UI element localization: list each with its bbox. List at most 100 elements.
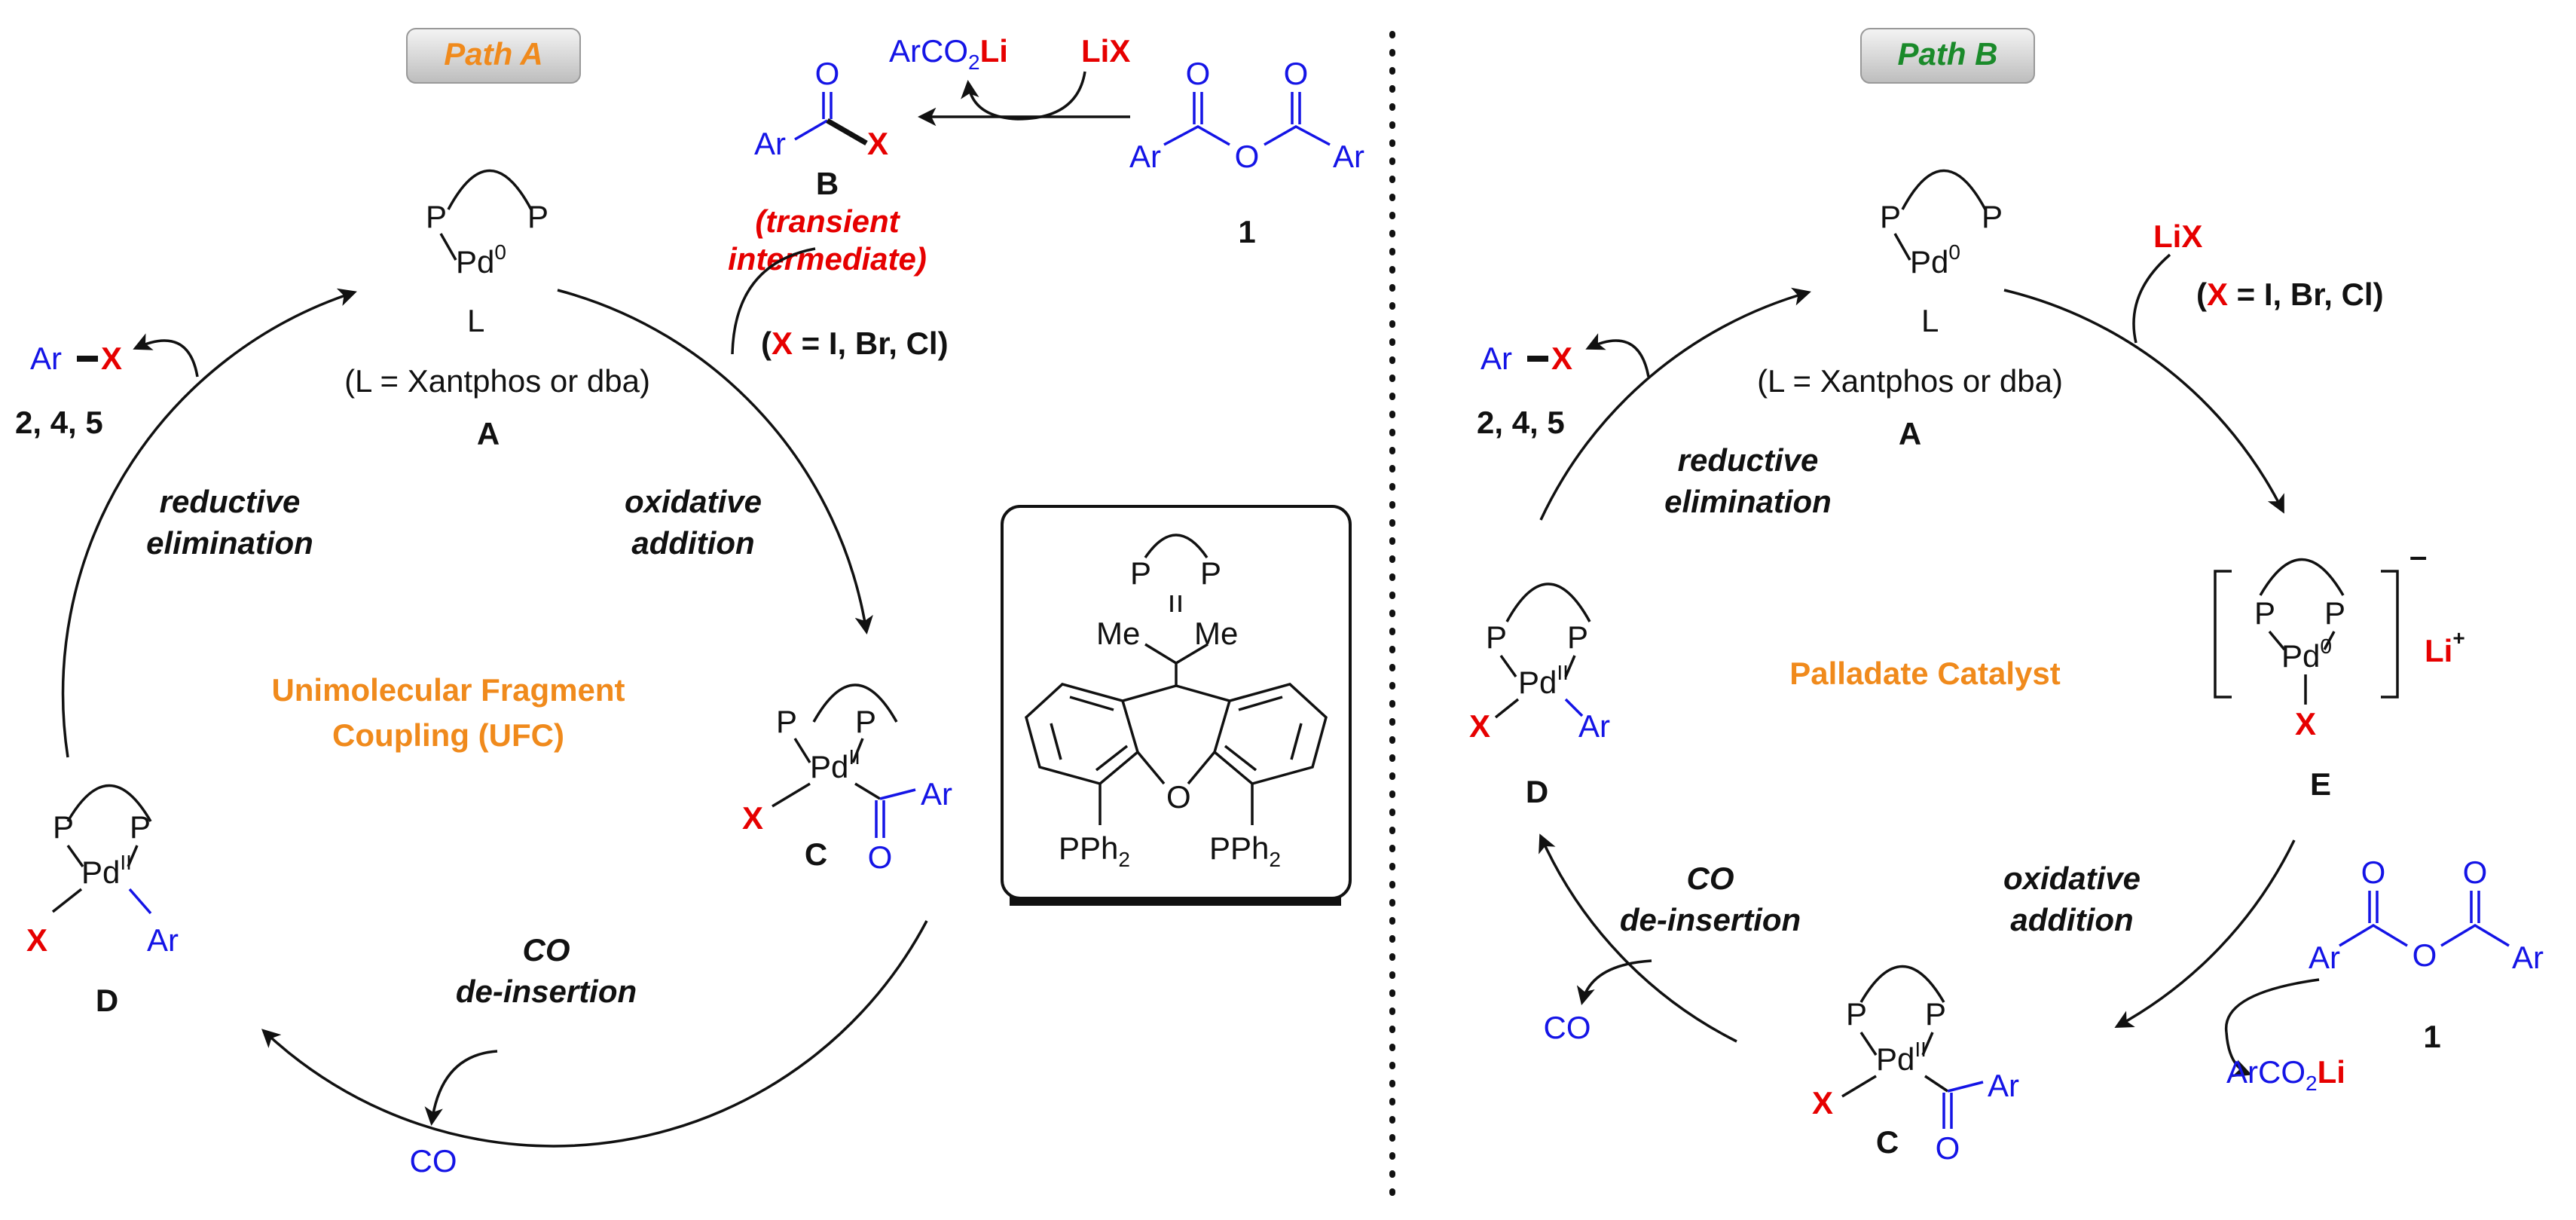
transient-note-1: (transient	[755, 203, 900, 239]
oa-label-a-1: oxidative	[625, 484, 762, 519]
svg-text:Ar: Ar	[1578, 708, 1610, 744]
svg-text:Ar: Ar	[1481, 341, 1512, 376]
co-label-a-1: CO	[523, 932, 570, 968]
complex-a-path-a: P P Pd0 L (L = Xantphos or dba) A	[344, 169, 650, 451]
svg-text:Pd0: Pd0	[2281, 634, 2332, 674]
svg-text:P: P	[776, 704, 797, 739]
svg-text:P: P	[2324, 595, 2345, 631]
complex-e: P P Pd0 X – Li+ E	[2214, 538, 2465, 802]
svg-text:O: O	[868, 839, 893, 875]
svg-text:Ar: Ar	[2309, 940, 2340, 975]
co-released-a: CO	[410, 1143, 457, 1179]
path-b-tab: Path B	[1860, 28, 2035, 84]
svg-text:PdII: PdII	[81, 851, 132, 890]
svg-text:X: X	[742, 800, 763, 836]
anhydride-1-b: O O O Ar Ar 1	[2309, 855, 2544, 1054]
ligand-definition-a: (L = Xantphos or dba)	[344, 363, 650, 399]
palladate-label: Palladate Catalyst	[1789, 656, 2061, 691]
complex-d-path-a: P P PdII X Ar D	[26, 784, 179, 1018]
ufc-label-1: Unimolecular Fragment	[271, 672, 625, 708]
label-c-b: C	[1876, 1124, 1899, 1160]
svg-text:L: L	[1921, 303, 1939, 338]
svg-text:P: P	[1982, 199, 2003, 234]
path-b-halide-note: (X = I, Br, Cl)	[2196, 277, 2384, 312]
path-b-tab-label: Path B	[1897, 36, 1997, 72]
svg-text:PPh2: PPh2	[1059, 830, 1130, 871]
product-labels-b: 2, 4, 5	[1477, 405, 1565, 440]
complex-d-path-b: P P PdII X Ar D	[1469, 582, 1610, 809]
co-label-b-1: CO	[1687, 861, 1734, 896]
arco2li-out-curve-b	[2225, 1032, 2252, 1078]
svg-text:P: P	[53, 809, 74, 845]
svg-text:Ar: Ar	[30, 341, 62, 376]
svg-text:X: X	[1812, 1085, 1833, 1121]
xantphos-structure-box: P P Me Me O PPh2 PPh2	[1001, 505, 1352, 906]
svg-text:O: O	[1186, 56, 1211, 91]
svg-text:–: –	[2409, 538, 2427, 573]
lix-in-curve-b	[2132, 253, 2171, 344]
svg-text:PdII: PdII	[1518, 661, 1569, 700]
product-arx-a: Ar X 2, 4, 5	[15, 333, 199, 440]
svg-text:Me: Me	[1194, 616, 1238, 651]
label-a-b: A	[1899, 416, 1921, 451]
svg-text:P: P	[130, 809, 151, 845]
re-label-b-2: elimination	[1664, 484, 1832, 519]
label-d-b: D	[1526, 774, 1548, 809]
svg-text:P: P	[527, 199, 549, 234]
svg-text:P: P	[426, 199, 447, 234]
arrow-lix-binding-b	[2003, 289, 2284, 514]
svg-text:Ar: Ar	[1333, 139, 1364, 174]
svg-text:PPh2: PPh2	[1209, 830, 1281, 871]
transient-note-2: intermediate)	[728, 241, 927, 277]
svg-text:X: X	[26, 922, 47, 958]
svg-text:Ar: Ar	[1988, 1068, 2019, 1103]
svg-text:PdII: PdII	[1876, 1038, 1927, 1077]
arrow-oxidative-addition-b	[2114, 839, 2296, 1028]
label-b: B	[816, 166, 839, 201]
arrow-reductive-elimination-a	[61, 288, 357, 758]
svg-text:Ar: Ar	[754, 126, 786, 161]
co-release-arrow-b	[1576, 959, 1652, 1005]
path-a-arco2li: ArCO2Li	[889, 33, 1008, 74]
anhydride-1-a: O O O Ar Ar 1	[1129, 56, 1364, 249]
path-b-arco2li: ArCO2Li	[2226, 1054, 2345, 1095]
path-b-panel: Path B LiX (X = I, Br, Cl) P P Pd0 L (L …	[1469, 28, 2544, 1166]
svg-text:P: P	[855, 704, 876, 739]
re-label-a-1: reductive	[160, 484, 301, 519]
complex-c-path-b: P P PdII X Ar O C	[1812, 965, 2019, 1166]
svg-text:X: X	[1469, 708, 1490, 744]
svg-text:P: P	[1200, 555, 1221, 591]
svg-text:O: O	[2361, 855, 2386, 890]
label-e: E	[2310, 766, 2331, 802]
arco2li-out-curve	[961, 79, 1018, 121]
svg-text:X: X	[2295, 706, 2316, 741]
svg-text:X: X	[867, 126, 888, 161]
complex-c-path-a: P P PdII X Ar O C	[742, 683, 952, 875]
svg-text:Li+: Li+	[2425, 626, 2465, 668]
svg-text:O: O	[1166, 779, 1191, 815]
lix-in-curve	[1016, 71, 1086, 121]
svg-text:O: O	[1235, 139, 1260, 174]
svg-text:O: O	[1936, 1130, 1960, 1166]
svg-text:X: X	[101, 341, 122, 376]
svg-text:P: P	[1846, 996, 1867, 1032]
label-1-b: 1	[2423, 1019, 2440, 1054]
co-label-a-2: de-insertion	[456, 974, 637, 1009]
arrow-oxidative-addition-a	[557, 289, 873, 635]
co-release-arrow-a	[424, 1050, 498, 1127]
svg-text:Pd0: Pd0	[456, 240, 506, 280]
svg-text:P: P	[1925, 996, 1946, 1032]
path-b-lix: LiX	[2153, 219, 2202, 254]
svg-text:Me: Me	[1096, 616, 1140, 651]
oa-label-b-2: addition	[2010, 902, 2133, 937]
ufc-label-2: Coupling (UFC)	[332, 717, 564, 753]
co-label-b-2: de-insertion	[1620, 902, 1801, 937]
svg-text:P: P	[2254, 595, 2275, 631]
path-a-tab-label: Path A	[444, 36, 542, 72]
svg-text:X: X	[1551, 341, 1572, 376]
anhydride-in-curve-b	[2224, 978, 2320, 1033]
arrow-co-deinsertion-b	[1539, 833, 1737, 1043]
path-a-panel: Path A O Ar X B (transient intermediate)…	[15, 28, 1364, 1179]
product-arx-b: Ar X 2, 4, 5	[1477, 333, 1650, 440]
